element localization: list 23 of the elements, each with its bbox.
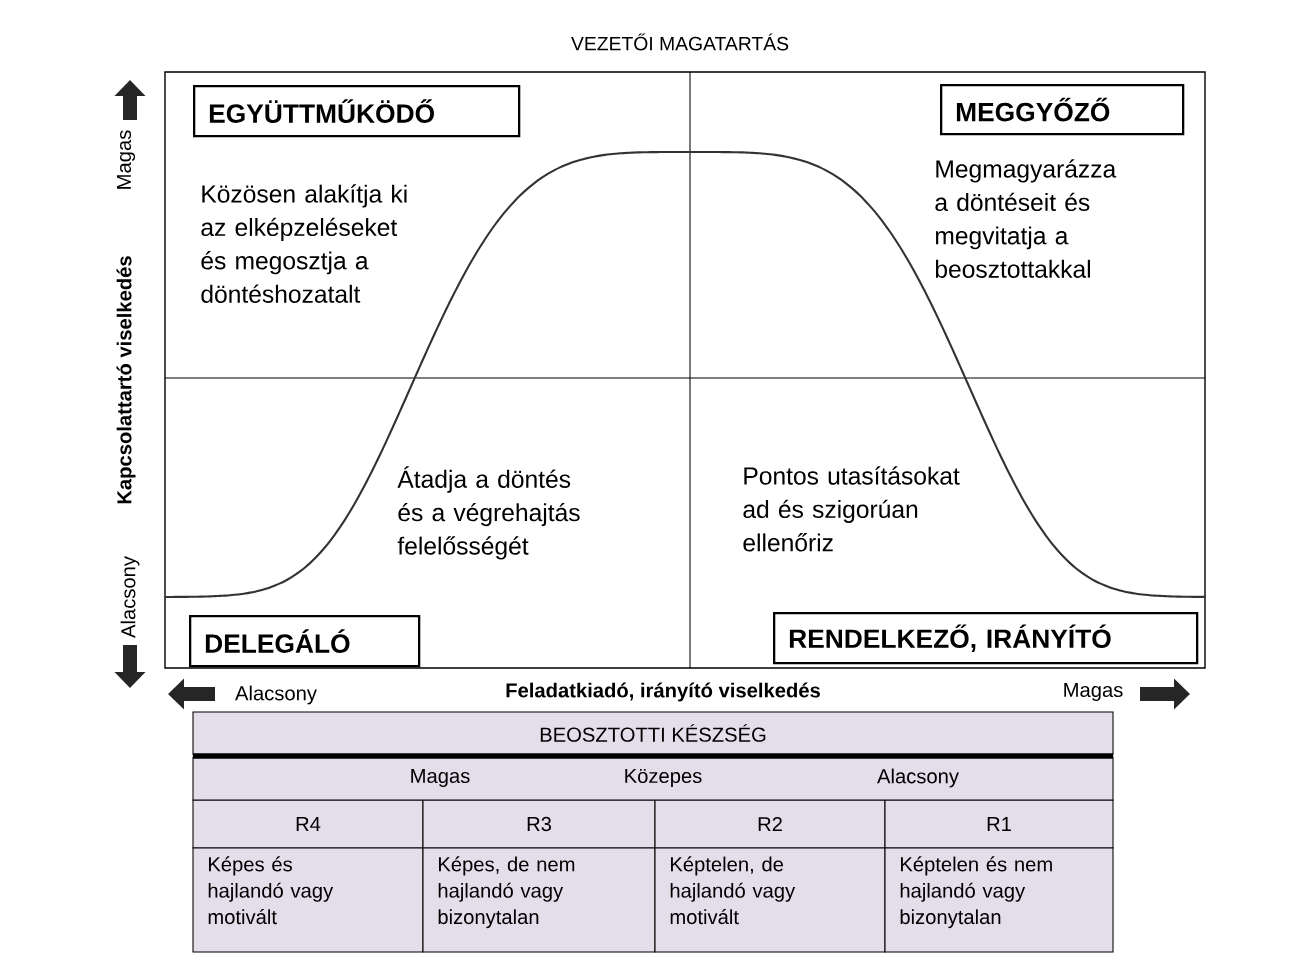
style-box: MEGGYŐZŐ xyxy=(940,84,1185,136)
table-header: BEOSZTOTTI KÉSZSÉG xyxy=(192,711,1114,756)
axis-label: Magas xyxy=(1064,682,1123,702)
description-text: Közösen alakítja ki az elképzeléseket és megosztja a döntéshozatalt xyxy=(201,184,407,303)
table-cell: R1 xyxy=(884,799,1114,849)
axis-title: Kapcsolattartó viselkedés xyxy=(116,256,136,504)
description-text: Megmagyarázza a döntéseit és megvitatja a beosztottakkal xyxy=(935,159,1117,278)
table-text: Közepes xyxy=(625,768,702,788)
style-box: EGYÜTTMŰKÖDŐ xyxy=(193,85,521,138)
diagram-title: VEZETŐI MAGATARTÁS xyxy=(571,33,789,51)
axis-label: Alacsony xyxy=(120,556,140,638)
table-cell: R2 xyxy=(654,799,886,849)
style-box: RENDELKEZŐ, IRÁNYÍTÓ xyxy=(773,612,1199,665)
table-cell: R4 xyxy=(192,799,424,849)
table-cell: R3 xyxy=(422,799,656,849)
axis-title: Feladatkiadó, irányító viselkedés xyxy=(506,682,820,702)
axis-label: Magas xyxy=(116,130,136,189)
table-text: Magas xyxy=(411,768,470,788)
axis-label: Alacsony xyxy=(235,685,317,705)
description-text: Átadja a döntés és a végrehajtás felelősségét xyxy=(397,466,580,560)
description-text: Pontos utasításokat ad és szigorúan ellenőriz xyxy=(743,466,960,552)
table-text: Alacsony xyxy=(877,768,959,788)
style-box: DELEGÁLÓ xyxy=(189,615,421,668)
